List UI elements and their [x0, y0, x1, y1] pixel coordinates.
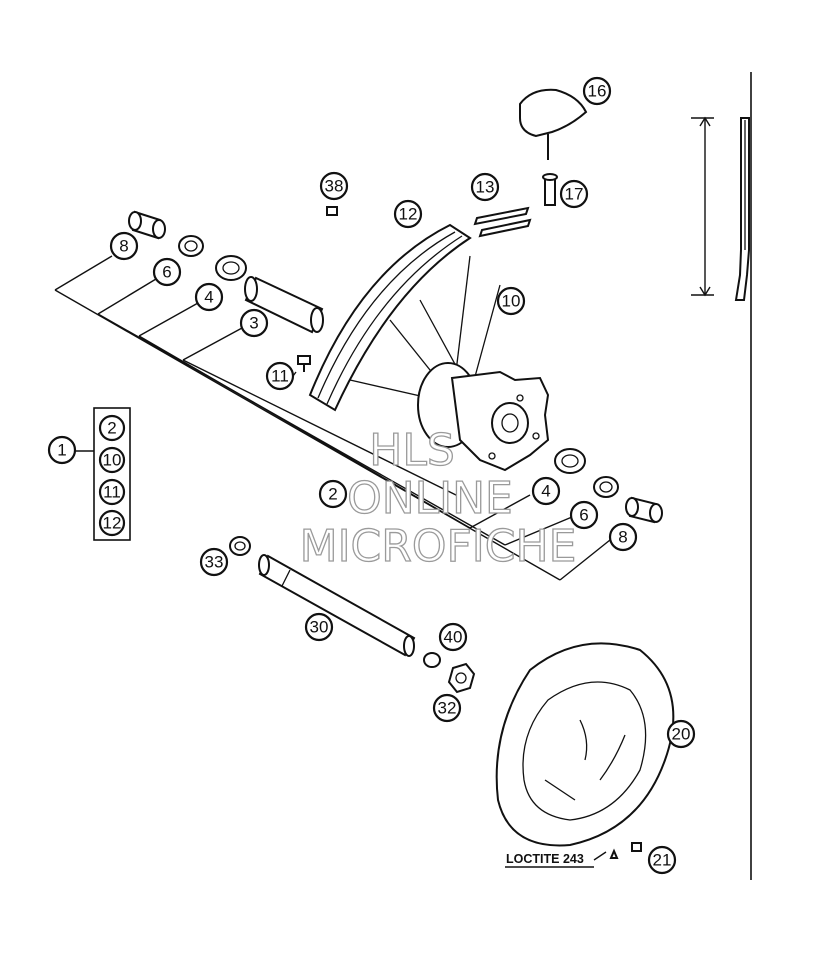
svg-text:17: 17: [565, 185, 584, 204]
watermark-line-2: ONLINE: [347, 473, 513, 524]
callout-11: 11: [265, 361, 295, 391]
valve-cap: [326, 206, 338, 216]
spoke-nipple-pair: [473, 206, 532, 238]
svg-text:6: 6: [579, 506, 588, 525]
callout-17: 17: [559, 179, 589, 209]
svg-text:32: 32: [438, 699, 457, 718]
callout-6-left: 6: [152, 257, 182, 287]
bearing-right: [554, 448, 586, 474]
callout-32: 32: [432, 693, 462, 723]
kit-item-2: 2: [98, 414, 126, 442]
distance-bushing-left: [128, 210, 166, 240]
callout-40: 40: [438, 622, 468, 652]
svg-text:11: 11: [271, 367, 289, 386]
callout-38: 38: [319, 171, 349, 201]
callout-4-left: 4: [194, 282, 224, 312]
axle-seal: [229, 536, 251, 556]
callout-2-left: 2: [318, 479, 348, 509]
axle-nut: [447, 662, 476, 694]
watermark-line-3: MICROFICHE: [300, 521, 577, 572]
callout-12-top: 12: [393, 199, 423, 229]
callout-21: 21: [647, 845, 677, 875]
spoke-screw: [297, 355, 311, 372]
callout-3: 3: [239, 308, 269, 338]
callout-4-right: 4: [531, 476, 561, 506]
fork-leg-side-view: [691, 116, 750, 301]
callout-1: 1: [47, 435, 77, 465]
kit-item-12: 12: [98, 509, 126, 537]
callout-16: 16: [582, 76, 612, 106]
svg-text:2: 2: [107, 419, 116, 438]
svg-text:33: 33: [205, 553, 224, 572]
svg-text:2: 2: [328, 485, 337, 504]
rim-lock: [519, 88, 588, 160]
svg-text:20: 20: [672, 725, 691, 744]
wheel-hub: [417, 362, 550, 472]
svg-text:21: 21: [653, 851, 672, 870]
loctite-annotation: LOCTITE 243: [505, 852, 594, 868]
svg-text:38: 38: [325, 177, 344, 196]
axle-washer: [423, 652, 441, 668]
callout-20: 20: [666, 719, 696, 749]
rim-lock-bolt: [542, 173, 558, 206]
wheel-axle: [258, 554, 416, 657]
callout-33: 33: [199, 547, 229, 577]
wheel-rim: [308, 223, 472, 412]
seal-ring-left: [178, 235, 204, 257]
svg-text:8: 8: [119, 237, 128, 256]
callout-6-right: 6: [569, 500, 599, 530]
svg-text:10: 10: [103, 451, 122, 470]
svg-text:10: 10: [502, 292, 521, 311]
kit-item-10: 10: [98, 446, 126, 474]
kit-item-11: 11: [98, 478, 126, 506]
svg-text:11: 11: [103, 483, 121, 502]
svg-text:1: 1: [57, 441, 66, 460]
callout-13: 13: [470, 172, 500, 202]
callout-8-right: 8: [608, 522, 638, 552]
distance-bushing-right: [625, 496, 663, 524]
watermark-line-1: HLS: [369, 425, 455, 476]
brake-disc: [495, 642, 675, 847]
leader-lines: [54, 255, 611, 861]
bearing-left: [215, 255, 247, 281]
svg-text:13: 13: [476, 178, 495, 197]
svg-text:8: 8: [618, 528, 627, 547]
svg-text:4: 4: [541, 482, 550, 501]
svg-text:16: 16: [588, 82, 607, 101]
svg-text:40: 40: [444, 628, 463, 647]
svg-text:6: 6: [162, 263, 171, 282]
seal-ring-right: [593, 476, 619, 498]
svg-text:3: 3: [249, 314, 258, 333]
watermark: HLS ONLINE MICROFICHE: [299, 424, 577, 572]
loctite-label: LOCTITE 243: [506, 852, 584, 866]
callout-30: 30: [304, 612, 334, 642]
svg-text:4: 4: [204, 288, 213, 307]
spacer-tube: [244, 276, 324, 334]
callout-8-left: 8: [109, 231, 139, 261]
disc-screw: [609, 842, 642, 859]
callout-10: 10: [496, 286, 526, 316]
svg-text:12: 12: [399, 205, 418, 224]
svg-text:12: 12: [103, 514, 122, 533]
svg-text:30: 30: [310, 618, 329, 637]
